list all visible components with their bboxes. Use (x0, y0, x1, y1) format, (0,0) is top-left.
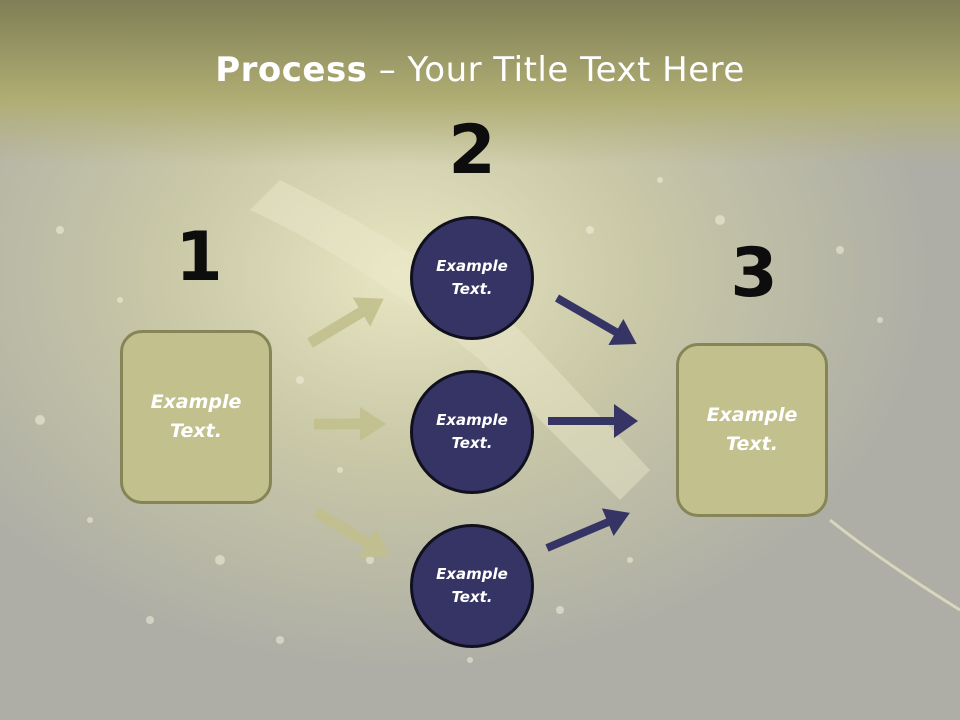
step-3-text: Example Text. (706, 404, 798, 455)
circle-top-text: Example Text. (436, 257, 508, 298)
title-rest: – Your Title Text Here (367, 50, 745, 90)
step-3-box: Example Text. (676, 343, 828, 517)
step-2-circle-top: Example Text. (410, 216, 534, 340)
circle-middle-text: Example Text. (436, 411, 508, 452)
slide-title: Process – Your Title Text Here (0, 50, 960, 90)
circle-bottom-text: Example Text. (436, 565, 508, 606)
step-1-box: Example Text. (120, 330, 272, 504)
title-bold: Process (215, 50, 368, 90)
step-number-2: 2 (448, 111, 496, 190)
step-number-1: 1 (175, 218, 223, 297)
step-1-text: Example Text. (150, 391, 242, 442)
step-number-3: 3 (730, 234, 778, 313)
step-2-circle-middle: Example Text. (410, 370, 534, 494)
step-2-circle-bottom: Example Text. (410, 524, 534, 648)
